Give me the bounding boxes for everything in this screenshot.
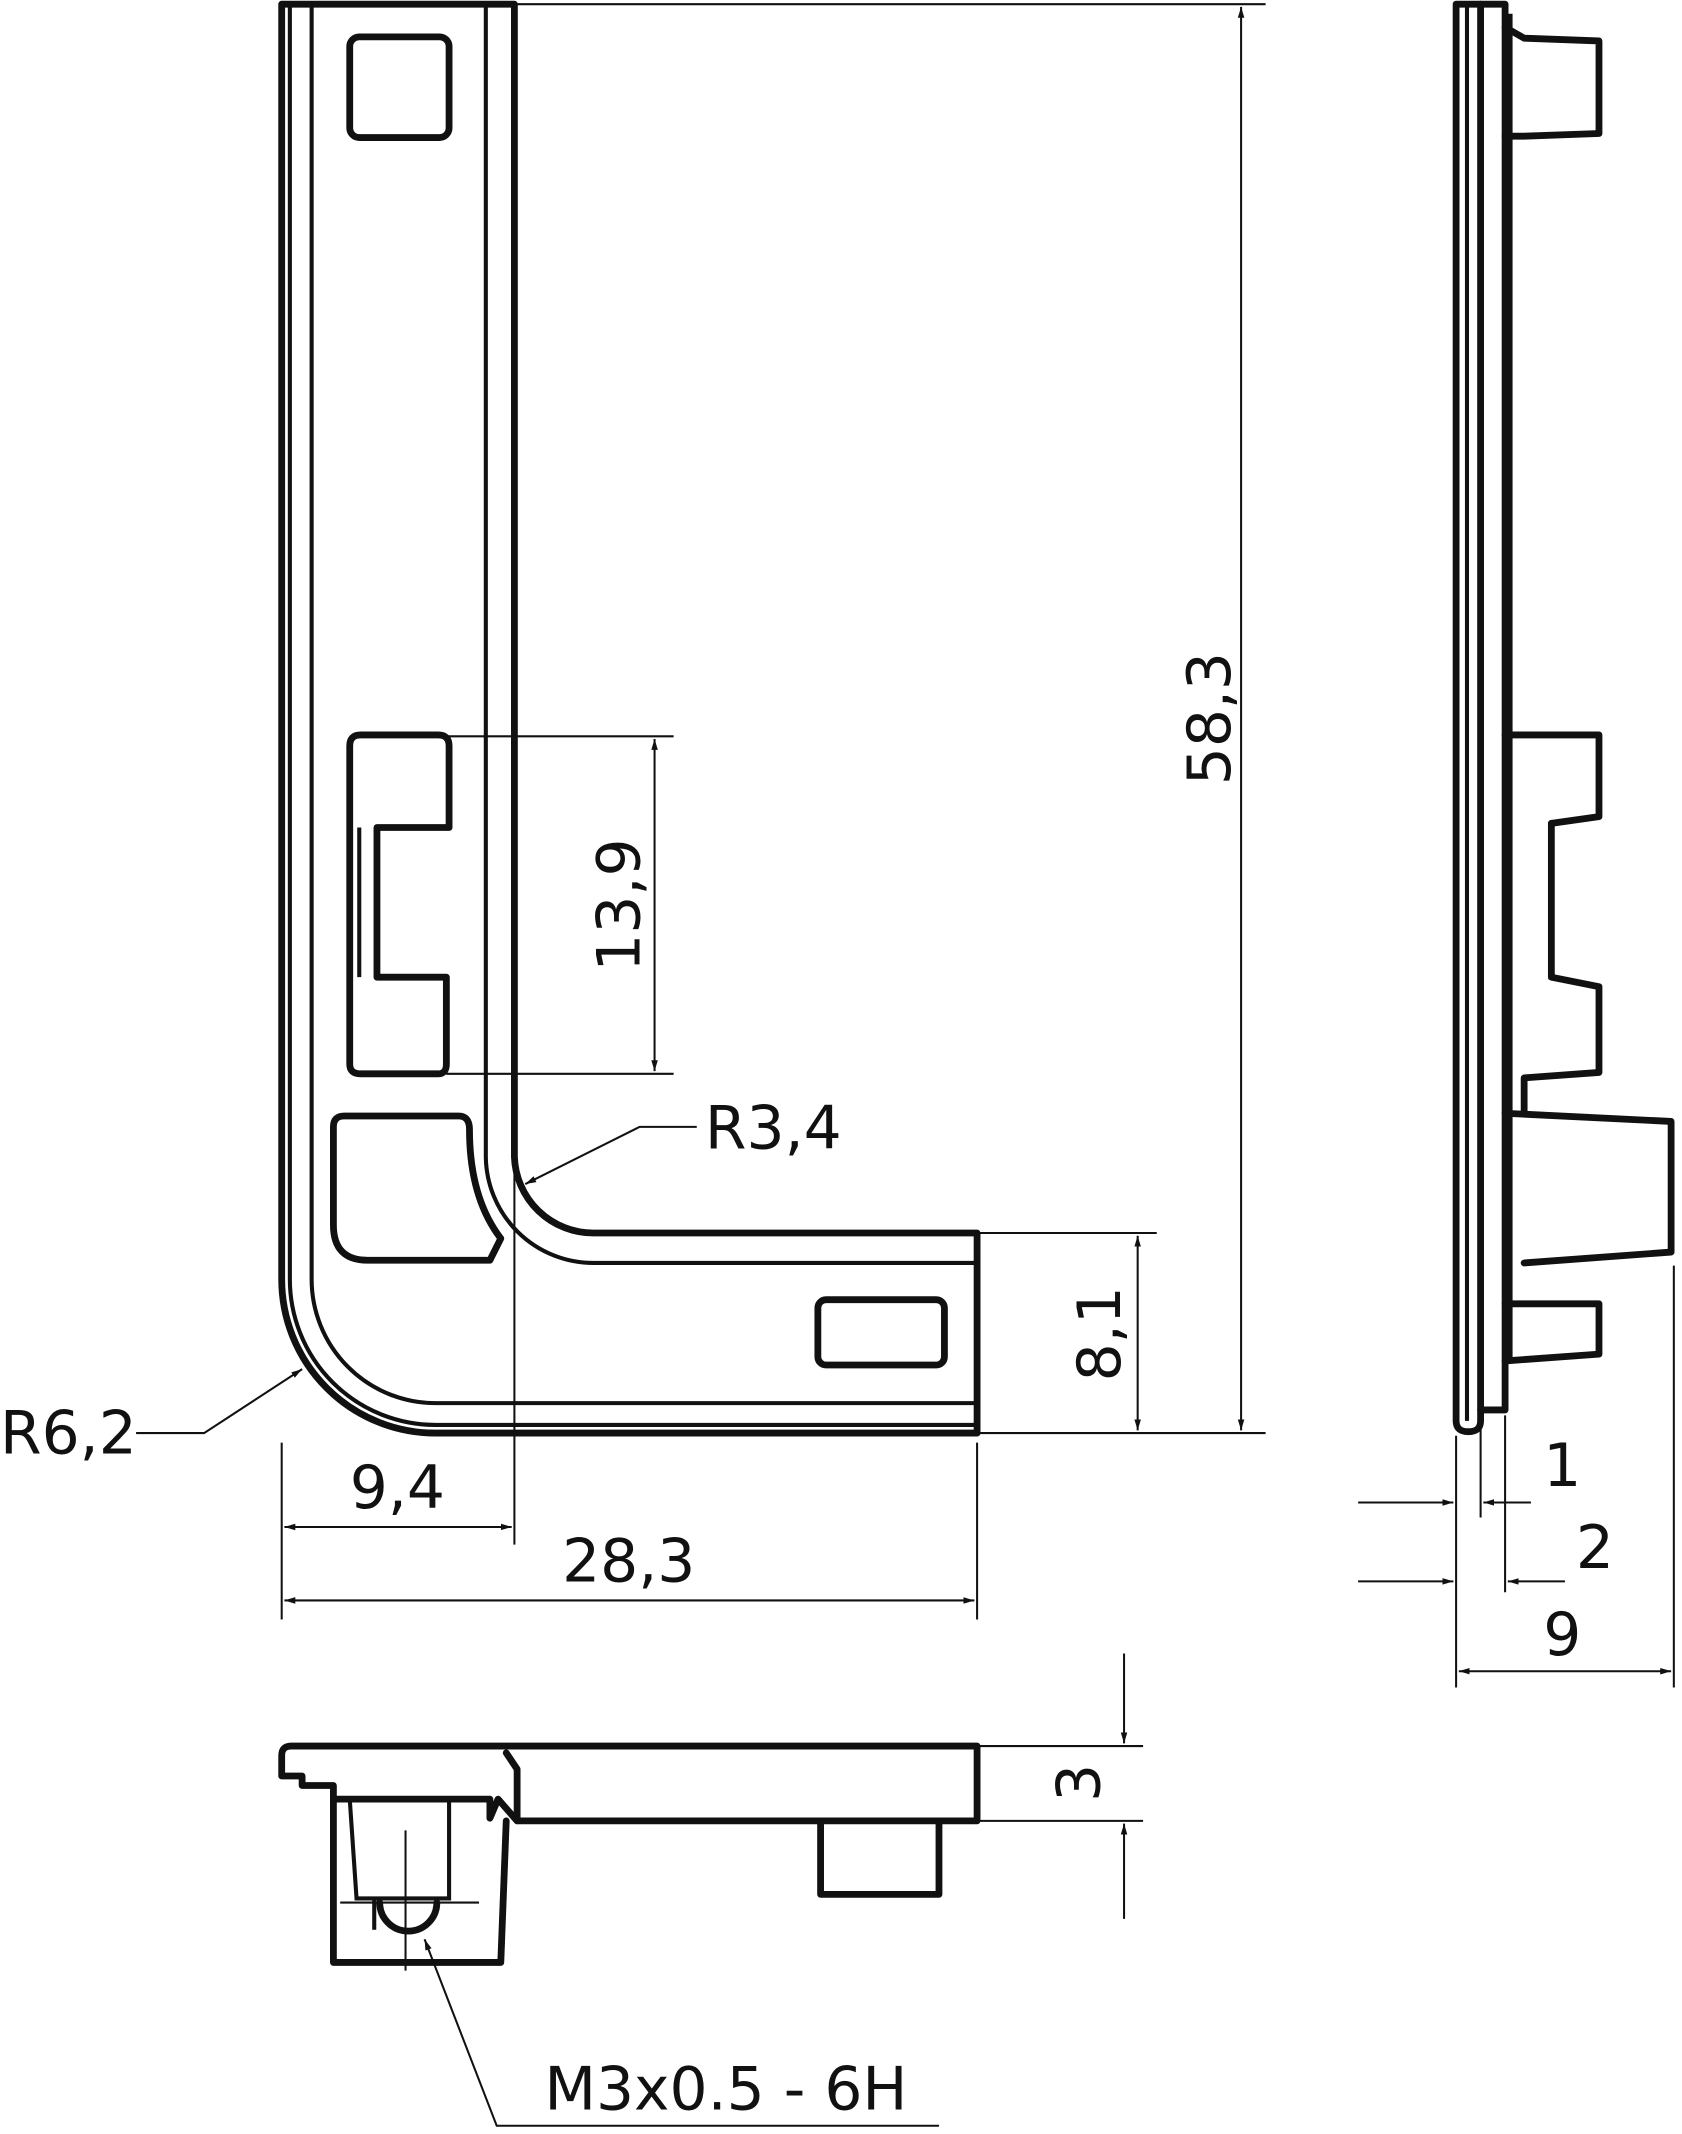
thread-callout: M3x0.5 - 6H — [544, 2054, 907, 2124]
front-view — [278, 0, 981, 1437]
dim-leg-width: 8,1 — [1065, 1286, 1135, 1381]
side-view — [1358, 0, 1675, 1688]
dim-side-9: 9 — [1543, 1600, 1581, 1670]
dim-slot-spacing: 13,9 — [585, 838, 655, 971]
dim-leg-thickness: 9,4 — [350, 1453, 445, 1523]
dim-overall-height: 58,3 — [1175, 652, 1245, 785]
dim-side-1: 1 — [1543, 1431, 1581, 1501]
dim-overall-width: 28,3 — [562, 1526, 695, 1596]
dim-side-2: 2 — [1576, 1513, 1614, 1583]
dim-depth-3: 3 — [1045, 1764, 1115, 1802]
front-dimensions — [136, 3, 1266, 1620]
dim-outer-radius: R6,2 — [0, 1398, 137, 1468]
bottom-view — [278, 1653, 1144, 2127]
dim-inner-radius: R3,4 — [705, 1094, 842, 1164]
